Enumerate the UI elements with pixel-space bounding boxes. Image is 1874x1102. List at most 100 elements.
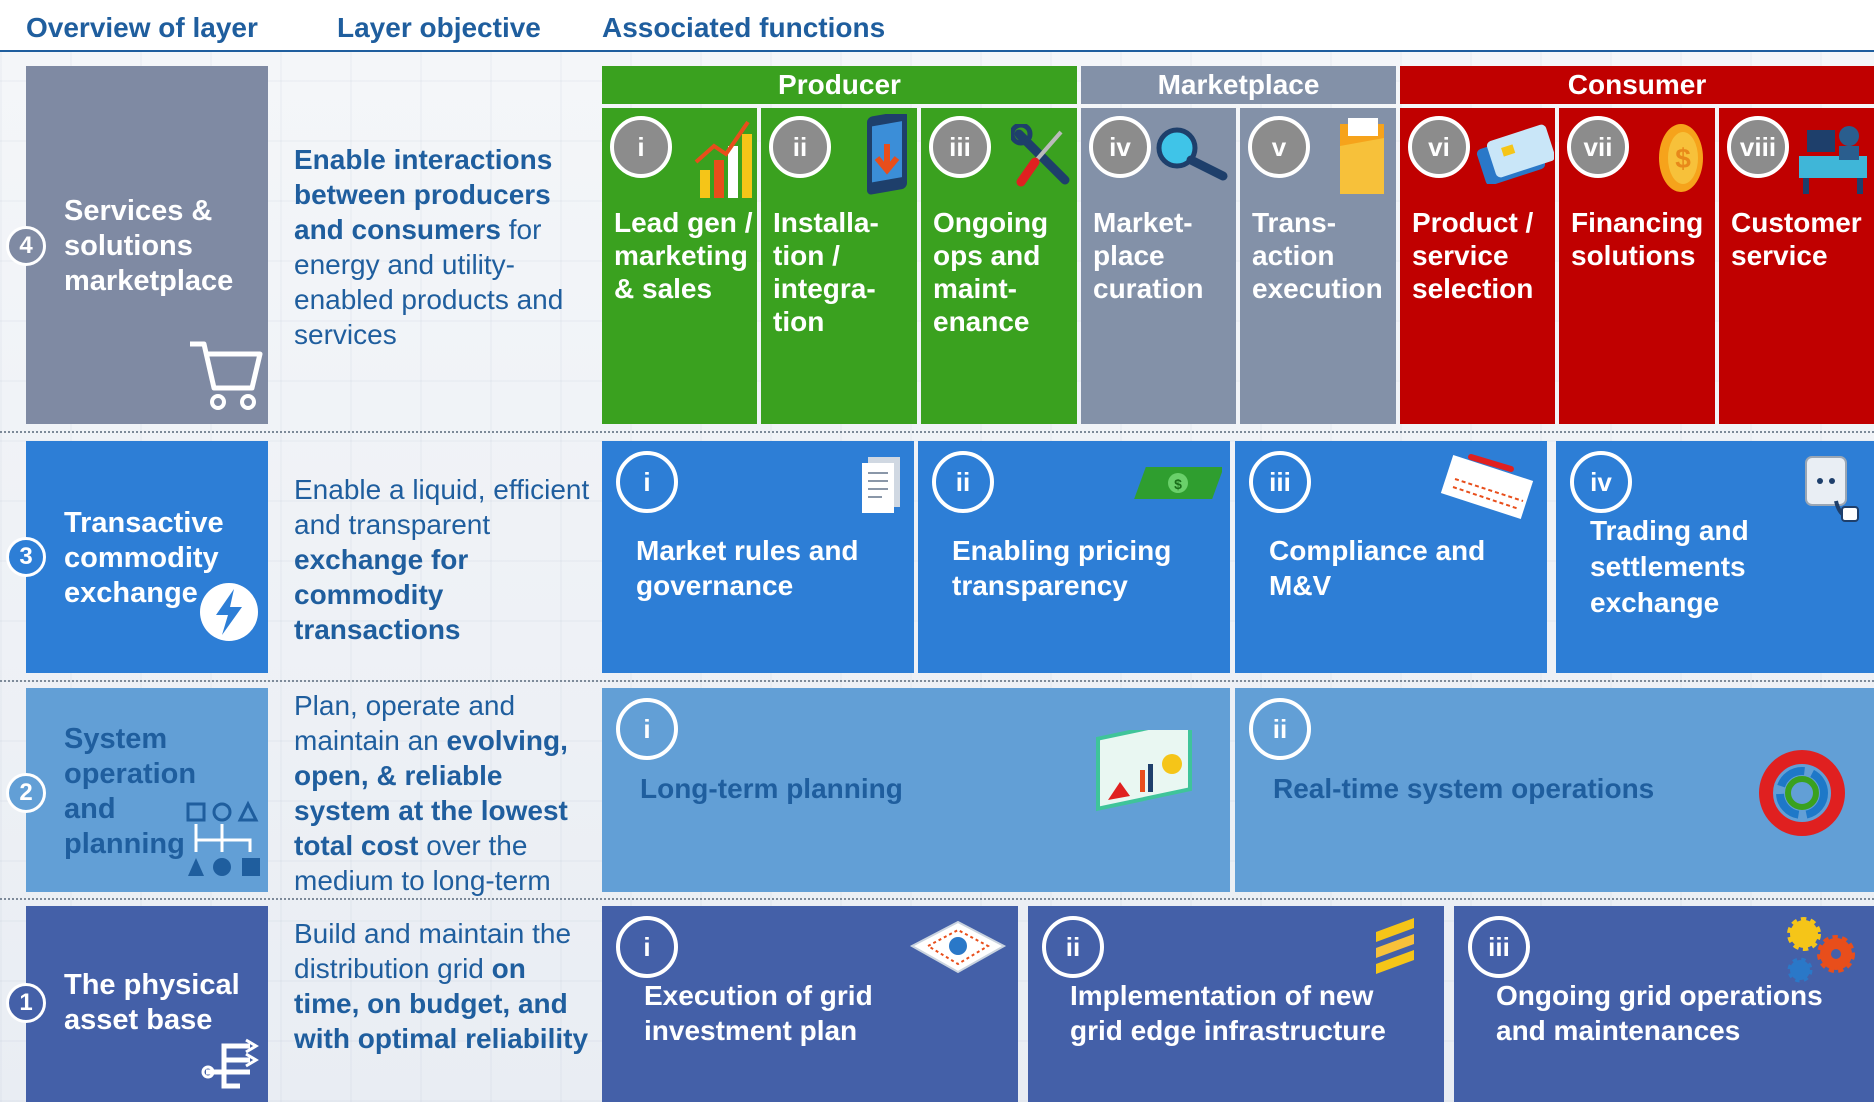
function-label: Market-place curation (1093, 207, 1204, 304)
layer-separator (0, 431, 1874, 433)
function-label: Enabling pricing transparency (952, 535, 1172, 601)
layer-1-label: The physical asset base (26, 906, 268, 1102)
coin-icon: $ (1659, 124, 1703, 192)
folder-icon (1340, 118, 1384, 194)
shapes-flow-icon (186, 800, 260, 876)
function-number-badge: i (610, 116, 672, 178)
layer-separator (0, 898, 1874, 900)
objective-2-part-3: over the medium to long-term (294, 830, 551, 896)
objective-4-part-1: Enable interactions between producers an… (294, 144, 553, 245)
layer-4-label: Services & solutions marketplace (26, 66, 268, 424)
stacked-bars-icon (1376, 918, 1414, 974)
magnifying-glass-icon (1156, 127, 1228, 181)
function-cell-4-v: v Trans-action execution (1240, 108, 1396, 424)
objective-2-part-1: Plan, operate and maintain an (294, 690, 516, 756)
function-cell-1-ii: ii Implementation of new grid edge infra… (1028, 906, 1444, 1102)
objective-1-part-2: on time, on budget, and with optimal rel… (294, 953, 589, 1054)
layer-4-objective: Enable interactions between producers an… (294, 142, 594, 352)
document-icon (862, 457, 900, 513)
function-label: Trading and settlements exchange (1590, 515, 1749, 618)
function-cell-2-i: i Long-term planning (602, 688, 1230, 892)
function-number-badge: vii (1567, 116, 1629, 178)
objective-4-part-2: for energy and utility-enabled products … (294, 214, 564, 350)
function-cell-4-iii: iii Ongoing ops and maint-enance (921, 108, 1077, 424)
banknote-icon: $ (1134, 467, 1222, 499)
function-cell-4-vi: vi Product / service selection (1400, 108, 1555, 424)
function-label: Execution of grid investment plan (644, 980, 873, 1046)
function-cell-3-iii: iii Compliance and M&V (1235, 441, 1547, 673)
function-cell-2-ii: ii Real-time system operations (1235, 688, 1874, 892)
function-label: Lead gen / marketing & sales (614, 207, 753, 304)
group-producer: Producer (602, 66, 1077, 104)
function-number-badge: i (616, 916, 678, 978)
dashboard-charts-icon (1096, 730, 1192, 812)
objective-3-part-2: exchange for commodity transactions (294, 544, 469, 645)
circular-arrows-icon (1759, 750, 1845, 836)
layer-4-number: 4 (6, 226, 46, 266)
function-cell-4-iv: iv Market-place curation (1081, 108, 1236, 424)
wrench-screwdriver-icon (1011, 124, 1070, 187)
function-label: Ongoing ops and maint-enance (933, 207, 1049, 337)
header-functions: Associated functions (602, 12, 886, 43)
function-number-badge: v (1248, 116, 1310, 178)
function-number-badge: iv (1570, 451, 1632, 513)
svg-text:$: $ (1675, 143, 1691, 174)
call-center-desk-icon (1799, 126, 1867, 194)
function-number-badge: viii (1727, 116, 1789, 178)
binary-lightning-icon (200, 583, 258, 641)
layer-3-number: 3 (6, 537, 46, 577)
shopping-cart-icon (190, 341, 263, 410)
function-number-badge: iv (1089, 116, 1151, 178)
function-number-badge: ii (1042, 916, 1104, 978)
tablet-download-icon (867, 114, 907, 195)
function-cell-4-ii: ii Installa-tion / integra-tion (761, 108, 917, 424)
power-outlet-icon (1805, 456, 1859, 522)
function-cell-1-iii: iii Ongoing grid operations and maintena… (1454, 906, 1874, 1102)
growth-chart-icon (694, 120, 752, 198)
function-label: Customer service (1731, 207, 1862, 271)
function-label: Real-time system operations (1273, 773, 1655, 804)
function-cell-3-ii: ii $ Enabling pricing transparency (918, 441, 1230, 673)
gears-icon (1787, 917, 1855, 983)
layer-separator (0, 680, 1874, 682)
layer-2-title: System operation and planning (64, 723, 197, 860)
function-label: Implementation of new grid edge infrastr… (1070, 980, 1386, 1046)
function-number-badge: i (616, 698, 678, 760)
layer-1-objective: Build and maintain the distribution grid… (294, 916, 594, 1056)
layer-2-objective: Plan, operate and maintain an evolving, … (294, 688, 594, 898)
function-number-badge: iii (929, 116, 991, 178)
function-label: Compliance and M&V (1269, 535, 1486, 601)
layer-3-title: Transactive commodity exchange (64, 507, 224, 609)
function-cell-4-i: i Lead gen / marketing & sales (602, 108, 757, 424)
layer-2-label: System operation and planning (26, 688, 268, 892)
function-cell-1-i: i Execution of grid investment plan (602, 906, 1018, 1102)
layer-3-label: Transactive commodity exchange (26, 441, 268, 673)
function-number-badge: ii (769, 116, 831, 178)
function-label: Ongoing grid operations and maintenances (1496, 980, 1823, 1046)
group-marketplace: Marketplace (1081, 66, 1396, 104)
layer-3-objective: Enable a liquid, efficient and transpare… (294, 472, 594, 647)
layer-4-title: Services & solutions marketplace (64, 195, 234, 297)
svg-text:$: $ (1174, 476, 1182, 492)
function-number-badge: vi (1408, 116, 1470, 178)
layer-1-title: The physical asset base (64, 969, 240, 1036)
layer-2-number: 2 (6, 773, 46, 813)
function-label: Market rules and governance (636, 535, 859, 601)
layer-1-number: 1 (6, 983, 46, 1023)
header-objective: Layer objective (337, 12, 541, 43)
function-number-badge: ii (932, 451, 994, 513)
function-label: Financing solutions (1571, 207, 1704, 271)
header-divider (0, 50, 1874, 52)
notepad-pencil-icon (1440, 454, 1534, 519)
function-number-badge: ii (1249, 698, 1311, 760)
function-number-badge: iii (1468, 916, 1530, 978)
header-overview: Overview of layer (26, 12, 258, 43)
function-cell-4-vii: vii $ Financing solutions (1559, 108, 1715, 424)
function-cell-4-viii: viii Customer service (1719, 108, 1874, 424)
group-consumer: Consumer (1400, 66, 1874, 104)
credit-card-icon (1476, 124, 1554, 184)
function-label: Long-term planning (640, 773, 903, 804)
blueprint-gear-icon (909, 920, 1007, 974)
function-cell-3-iv: iv Trading and settlements exchange (1556, 441, 1874, 673)
network-branch-icon (201, 1038, 259, 1089)
